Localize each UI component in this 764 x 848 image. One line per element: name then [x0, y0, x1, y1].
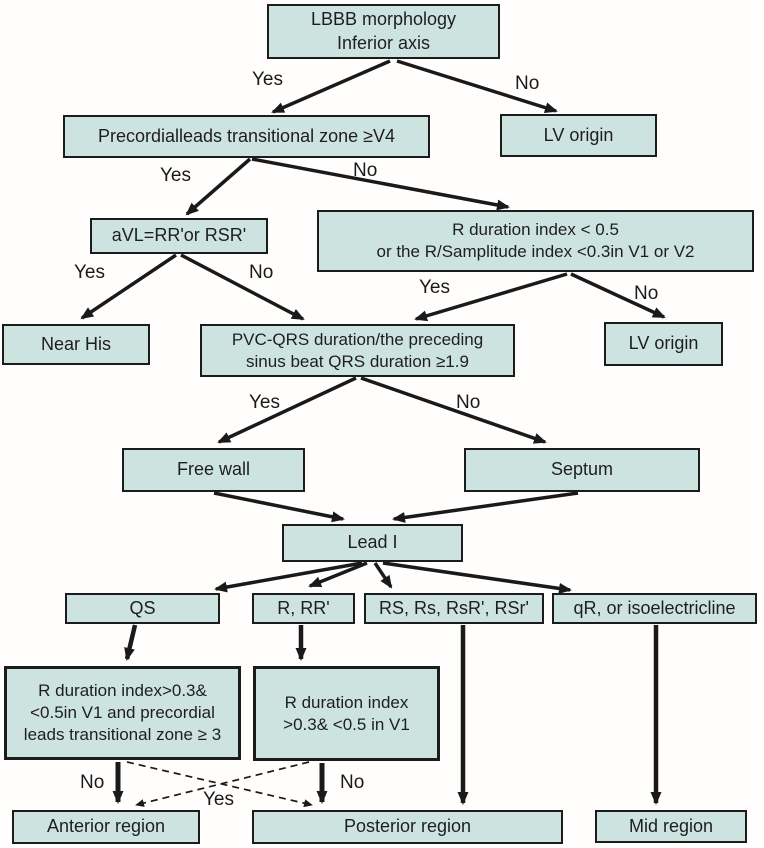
edge-label-pvc-yes: Yes: [249, 392, 280, 413]
edge-label-r-duration-yes: Yes: [419, 277, 450, 298]
edge-label-r-duration-no: No: [634, 283, 659, 304]
edge-label-pvc-no: No: [456, 392, 481, 413]
edge-r-duration-to-pvc-qrs: [414, 272, 568, 322]
edge-lead-i-to-rs-list: [373, 562, 393, 589]
edge-avl-to-near-his: [80, 253, 177, 320]
edge-free-wall-to-lead-i: [213, 491, 345, 523]
edge-precordial-to-r-duration: [251, 157, 510, 211]
node-free-wall: Free wall: [122, 448, 305, 492]
edge-cond-posterior-to-anterior-yes: [135, 761, 310, 807]
edge-label-precordial-no: No: [353, 160, 378, 181]
node-qr-isoelectric: qR, or isoelectricline: [552, 593, 757, 624]
node-anterior-region: Anterior region: [12, 810, 200, 844]
edge-qs-to-cond-anterior: [124, 624, 138, 661]
edge-label-avl-no: No: [249, 262, 274, 283]
edge-cond-anterior-to-posterior-yes: [126, 761, 313, 808]
node-avl: aVL=RR'or RSR': [90, 218, 268, 254]
edge-label-cond-anterior-no: No: [80, 772, 105, 793]
node-precordial-leads: Precordialleads transitional zone ≥V4: [63, 115, 430, 158]
node-lead-i: Lead I: [282, 524, 463, 562]
edge-label-cond-posterior-no: No: [340, 772, 365, 793]
node-r-duration-index: R duration index < 0.5 or the R/Samplitu…: [317, 210, 754, 272]
edge-lead-i-to-qr-iso: [382, 561, 572, 594]
node-cond-anterior: R duration index>0.3& <0.5in V1 and prec…: [4, 666, 241, 760]
edge-r-duration-to-lv-origin-2: [570, 272, 666, 319]
edge-pvc-qrs-to-septum: [360, 376, 547, 444]
node-near-his: Near His: [2, 324, 150, 365]
edge-precordial-to-avl: [185, 157, 252, 216]
edge-lbbb-to-lv-origin-1: [396, 59, 558, 113]
node-mid-region: Mid region: [595, 810, 747, 843]
node-rs-list: RS, Rs, RsR', RSr': [364, 593, 544, 624]
node-qs: QS: [65, 593, 220, 624]
edge-septum-to-lead-i: [392, 491, 579, 523]
edge-avl-to-pvc-qrs: [180, 253, 305, 321]
node-r-rr: R, RR': [252, 593, 355, 624]
edge-label-avl-yes: Yes: [74, 262, 105, 283]
node-posterior-region: Posterior region: [252, 810, 563, 844]
node-pvc-qrs-duration: PVC-QRS duration/the preceding sinus bea…: [200, 324, 515, 377]
edge-label-lbbb-yes: Yes: [252, 69, 283, 90]
edge-pvc-qrs-to-free-wall: [217, 376, 357, 444]
edge-label-lbbb-no: No: [515, 73, 540, 94]
node-lbbb-morphology: LBBB morphology Inferior axis: [267, 4, 500, 59]
edge-lbbb-to-precordial: [271, 59, 391, 114]
node-lv-origin-2: LV origin: [604, 322, 723, 366]
edge-label-crossed-yes: Yes: [203, 789, 234, 810]
edge-label-precordial-yes: Yes: [160, 165, 191, 186]
node-cond-posterior: R duration index >0.3& <0.5 in V1: [253, 666, 440, 761]
edge-lead-i-to-qs: [214, 561, 363, 593]
node-septum: Septum: [464, 448, 700, 492]
edge-lead-i-to-r-rr: [308, 561, 368, 588]
node-lv-origin-1: LV origin: [500, 114, 657, 157]
